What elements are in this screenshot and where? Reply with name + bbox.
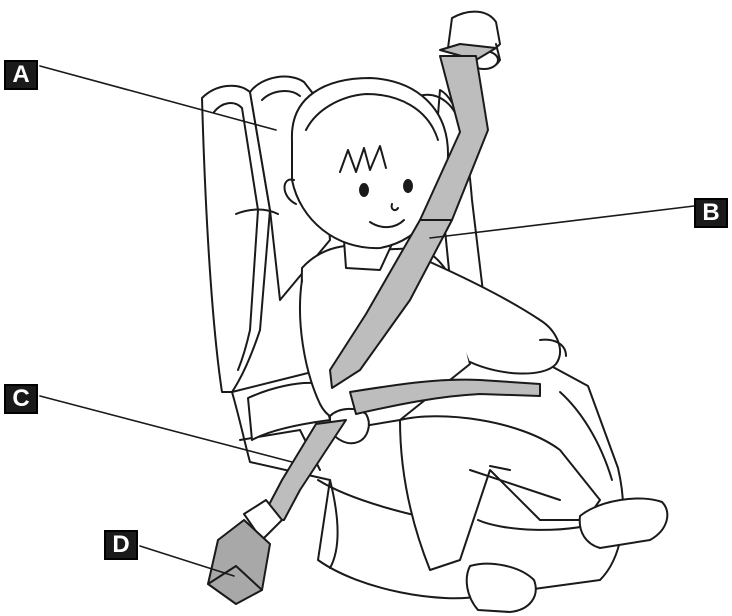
label-c-text: C [12,387,29,411]
label-d-box: D [104,530,138,560]
label-b-box: B [694,198,728,228]
label-a-box: A [4,60,38,90]
seatbelt-buckle [208,500,282,604]
label-d-text: D [112,533,129,557]
label-a-text: A [12,63,29,87]
label-b-text: B [702,201,719,225]
label-c-box: C [4,384,38,414]
